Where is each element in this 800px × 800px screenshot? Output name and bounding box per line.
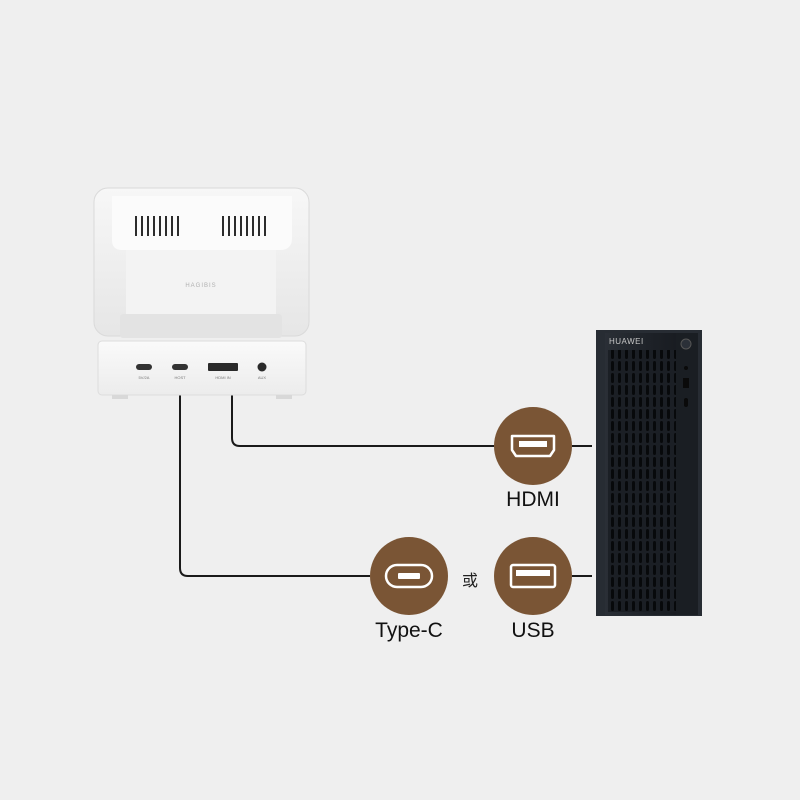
hdmi-cable [231,388,494,447]
power-port [136,364,152,370]
hdmi-in-port-label: HDMI IN [215,375,231,380]
host-cable [179,388,370,577]
usb-c-port-icon [384,563,434,589]
hdmi-in-port [208,363,238,371]
hagibis-logo-text: HAGIBIS [185,283,217,289]
usb-badge [494,537,572,615]
device-dock-base [97,340,307,396]
huawei-pc [596,330,702,616]
aux-port-label: AUX [257,375,267,380]
right-vent [222,216,266,236]
power-port-label: 5V/2A [138,375,150,380]
device-top-bump [112,196,292,250]
hdmi-label: HDMI [506,488,560,511]
pc-usb-c-port [684,398,688,407]
aux-port [257,362,267,372]
hdmi-badge [494,407,572,485]
typec-badge [370,537,448,615]
power-button-icon [680,338,692,350]
huawei-logo-text: HUAWEI [609,337,644,346]
usb-a-port-icon [509,563,557,589]
pc-grille [608,350,676,612]
hagibis-device [93,187,310,399]
cables [179,388,592,577]
left-vent [135,216,179,236]
host-port [172,364,188,370]
device-stand-foot [120,314,282,338]
hdmi-port-icon [510,434,556,458]
typec-label: Type-C [375,619,443,642]
or-text: 或 [462,571,479,590]
pc-usb-a-port [683,378,689,388]
usb-label: USB [511,619,555,642]
host-port-label: HOST [174,375,186,380]
device-stand-neck [126,250,276,314]
audio-jack-icon [684,366,688,370]
